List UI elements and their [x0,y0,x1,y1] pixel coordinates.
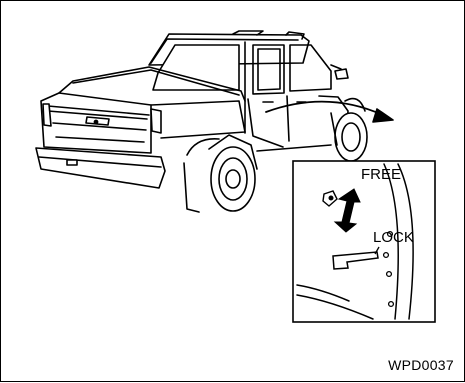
bolt-hole-icon [384,253,389,258]
rear-wheel [184,135,257,212]
lock-label: LOCK [373,229,414,246]
figure-code: WPD0037 [388,357,454,373]
pointer-arrow [266,102,393,122]
rear-bumper [36,148,165,188]
free-label: FREE [361,166,401,183]
bolt-hole-icon [387,272,392,277]
license-lamp [67,160,77,165]
bolt-hole-icon [389,302,394,307]
